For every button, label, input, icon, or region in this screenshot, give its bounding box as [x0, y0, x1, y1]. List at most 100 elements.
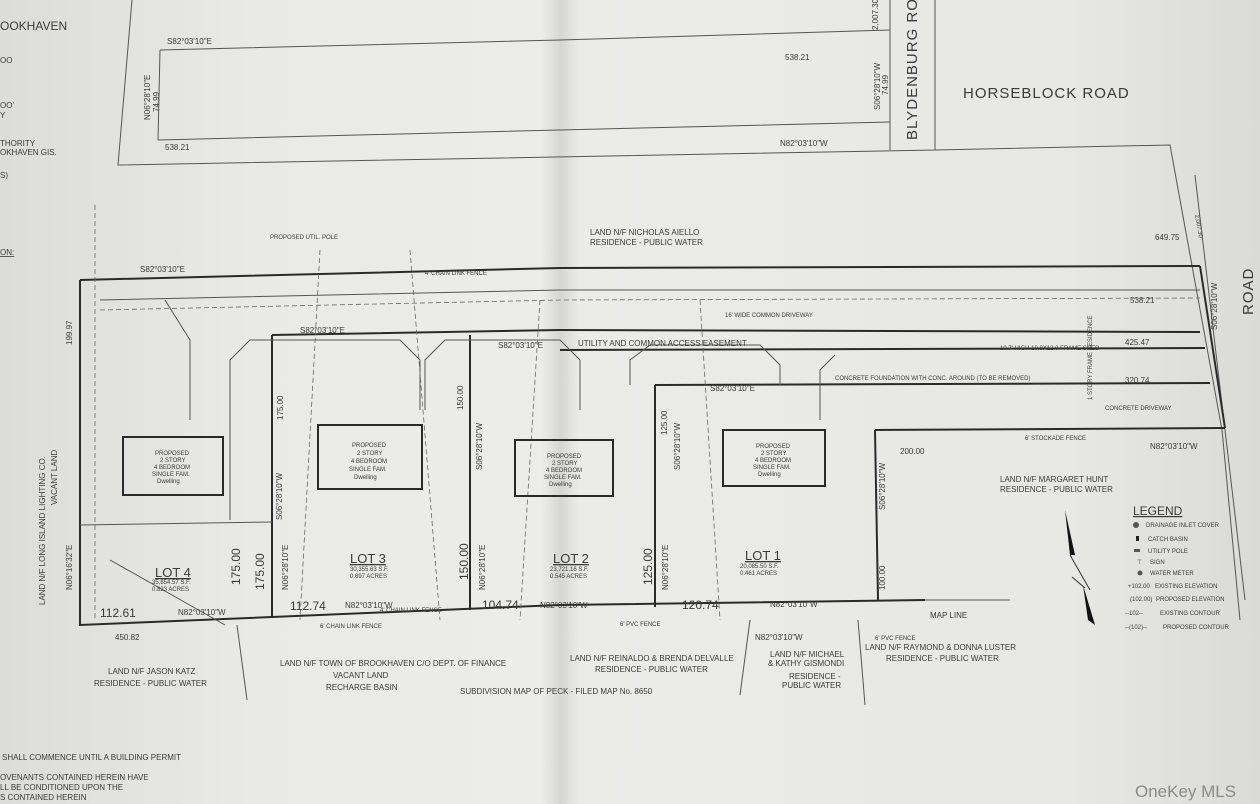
svg-text:2 STORY: 2 STORY	[357, 451, 382, 457]
svg-text:0.461 ACRES: 0.461 ACRES	[740, 571, 777, 577]
svg-text:LAND N/F MARGARET HUNT: LAND N/F MARGARET HUNT	[1000, 475, 1108, 484]
svg-text:N06°28'10"E: N06°28'10"E	[661, 545, 670, 590]
svg-text:538.21: 538.21	[1130, 296, 1155, 305]
svg-text:RESIDENCE - PUBLIC WATER: RESIDENCE - PUBLIC WATER	[590, 238, 703, 247]
svg-text:175.00: 175.00	[253, 553, 267, 590]
svg-text:EXISTING CONTOUR: EXISTING CONTOUR	[1160, 611, 1221, 617]
svg-text:N82°03'10"W: N82°03'10"W	[770, 600, 818, 609]
svg-text:6' PVC FENCE: 6' PVC FENCE	[620, 622, 661, 628]
svg-text:30,355.63 S.F.: 30,355.63 S.F.	[350, 567, 389, 573]
right-road-line	[934, 144, 1241, 621]
svg-text:Dwelling: Dwelling	[758, 472, 781, 478]
svg-text:104.74: 104.74	[482, 598, 519, 612]
svg-text:THORITY: THORITY	[0, 139, 36, 148]
svg-text:6' CHAIN LINK FENCE: 6' CHAIN LINK FENCE	[320, 624, 382, 630]
svg-text:--102--: --102--	[1125, 611, 1143, 617]
notes: SHALL COMMENCE UNTIL A BUILDING PERMIT O…	[0, 753, 181, 802]
svg-text:S82°03'10"E: S82°03'10"E	[167, 37, 212, 46]
svg-text:SHALL COMMENCE UNTIL A BUILDIN: SHALL COMMENCE UNTIL A BUILDING PERMIT	[2, 753, 181, 762]
svg-text:S06°28'10"W: S06°28'10"W	[878, 462, 887, 510]
svg-text:4' CHAIN LINK FENCE: 4' CHAIN LINK FENCE	[380, 608, 442, 614]
svg-text:Dwelling: Dwelling	[549, 482, 572, 488]
svg-text:N06°28'10"E: N06°28'10"E	[478, 545, 487, 590]
svg-text:S06°28'10"W: S06°28'10"W	[1210, 282, 1219, 330]
svg-text:0.697 ACRES: 0.697 ACRES	[350, 574, 387, 580]
svg-text:LOT 2: LOT 2	[553, 551, 589, 566]
svg-text:OKHAVEN GIS.: OKHAVEN GIS.	[0, 148, 57, 157]
svg-text:35,854.57 S.F.: 35,854.57 S.F.	[152, 580, 191, 586]
svg-text:N82°03'10"W: N82°03'10"W	[178, 608, 226, 617]
svg-text:--(102)--: --(102)--	[1125, 625, 1147, 631]
svg-text:4 BEDROOM: 4 BEDROOM	[755, 458, 791, 464]
svg-text:S06°28'10"W: S06°28'10"W	[275, 472, 284, 520]
svg-text:LAND N/F RAYMOND & DONNA LUSTE: LAND N/F RAYMOND & DONNA LUSTER	[865, 643, 1016, 652]
svg-text:125.00: 125.00	[660, 410, 669, 435]
svg-text:320.74: 320.74	[1125, 376, 1150, 385]
svg-text:6' STOCKADE FENCE: 6' STOCKADE FENCE	[1025, 436, 1086, 442]
svg-text:& KATHY GISMONDI: & KATHY GISMONDI	[768, 659, 844, 668]
svg-text:425.47: 425.47	[1125, 338, 1150, 347]
svg-text:1 STORY FRAME RESIDENCE: 1 STORY FRAME RESIDENCE	[1088, 315, 1094, 400]
watermark: OneKey MLS	[1135, 782, 1236, 801]
svg-text:SINGLE FAM.: SINGLE FAM.	[349, 467, 387, 473]
svg-text:CONCRETE DRIVEWAY: CONCRETE DRIVEWAY	[1105, 406, 1172, 412]
svg-text:SIGN: SIGN	[1150, 560, 1165, 566]
svg-text:LAND N/F NICHOLAS AIELLO: LAND N/F NICHOLAS AIELLO	[590, 228, 699, 237]
svg-text:Y: Y	[0, 111, 6, 120]
sign-icon: ⊤	[1137, 559, 1142, 566]
svg-text:VACANT LAND: VACANT LAND	[333, 671, 388, 680]
svg-text:PROPOSED UTIL. POLE: PROPOSED UTIL. POLE	[270, 235, 338, 241]
svg-text:PROPOSED: PROPOSED	[155, 451, 190, 457]
margin-notes: OOKHAVEN OO OO' Y THORITY OKHAVEN GIS. S…	[0, 19, 67, 257]
svg-text:150.00: 150.00	[457, 543, 471, 580]
svg-text:2 STORY: 2 STORY	[160, 458, 185, 464]
svg-text:OVENANTS CONTAINED HEREIN HAVE: OVENANTS CONTAINED HEREIN HAVE	[0, 773, 149, 782]
svg-text:125.00: 125.00	[641, 548, 655, 585]
svg-text:N06°28'10"E: N06°28'10"E	[143, 75, 152, 120]
svg-text:SINGLE FAM.: SINGLE FAM.	[753, 465, 791, 471]
horseblock-road-label: HORSEBLOCK ROAD	[963, 85, 1130, 102]
svg-text:CATCH BASIN: CATCH BASIN	[1148, 537, 1188, 543]
water-meter-icon	[1137, 570, 1143, 576]
svg-text:RECHARGE BASIN: RECHARGE BASIN	[326, 683, 398, 692]
svg-text:74.99: 74.99	[881, 74, 890, 95]
svg-text:RESIDENCE - PUBLIC WATER: RESIDENCE - PUBLIC WATER	[1000, 485, 1113, 494]
svg-text:RESIDENCE - PUBLIC WATER: RESIDENCE - PUBLIC WATER	[886, 654, 999, 663]
svg-text:2,007.30: 2,007.30	[871, 0, 880, 30]
svg-text:74.99: 74.99	[152, 91, 161, 112]
blydenburg-road-label: BLYDENBURG ROAD	[904, 0, 921, 140]
svg-text:100.00: 100.00	[878, 565, 887, 590]
top-parcel: S82°03'10"E 538.21 N06°28'10"E 74.99 538…	[117, 0, 936, 166]
svg-text:(102.00): (102.00)	[1130, 597, 1152, 603]
svg-text:LEGEND: LEGEND	[1133, 504, 1183, 518]
svg-text:OOKHAVEN: OOKHAVEN	[0, 19, 67, 33]
svg-text:LOT 4: LOT 4	[155, 565, 191, 580]
svg-text:OO: OO	[0, 56, 12, 65]
svg-text:S82°03'10"E: S82°03'10"E	[498, 341, 543, 350]
svg-text:PROPOSED ELEVATION: PROPOSED ELEVATION	[1156, 597, 1224, 603]
svg-text:LAND N/F REINALDO & BRENDA DEL: LAND N/F REINALDO & BRENDA DELVALLE	[570, 654, 734, 663]
svg-text:N82°03'10"W: N82°03'10"W	[780, 139, 828, 148]
svg-text:SUBDIVISION MAP OF PECK - FILE: SUBDIVISION MAP OF PECK - FILED MAP No. …	[460, 687, 653, 696]
svg-text:N82°03'10"W: N82°03'10"W	[755, 633, 803, 642]
svg-text:2,007.30: 2,007.30	[1193, 214, 1203, 239]
svg-text:PROPOSED: PROPOSED	[352, 443, 387, 449]
svg-text:N82°03'10"W: N82°03'10"W	[1150, 442, 1198, 451]
svg-text:S06°28'10"W: S06°28'10"W	[475, 422, 484, 470]
svg-text:4 BEDROOM: 4 BEDROOM	[154, 465, 190, 471]
svg-text:120.74: 120.74	[682, 598, 719, 612]
road-right-label: ROAD	[1240, 268, 1257, 315]
svg-text:S82°03'10"E: S82°03'10"E	[140, 265, 185, 274]
svg-text:PROPOSED: PROPOSED	[547, 454, 582, 460]
catch-basin-icon	[1136, 536, 1139, 541]
svg-text:S82°03'10"E: S82°03'10"E	[710, 384, 755, 393]
svg-text:LOT 3: LOT 3	[350, 551, 386, 566]
svg-text:N06°16'32"E: N06°16'32"E	[65, 545, 74, 590]
svg-text:4 BEDROOM: 4 BEDROOM	[546, 468, 582, 474]
